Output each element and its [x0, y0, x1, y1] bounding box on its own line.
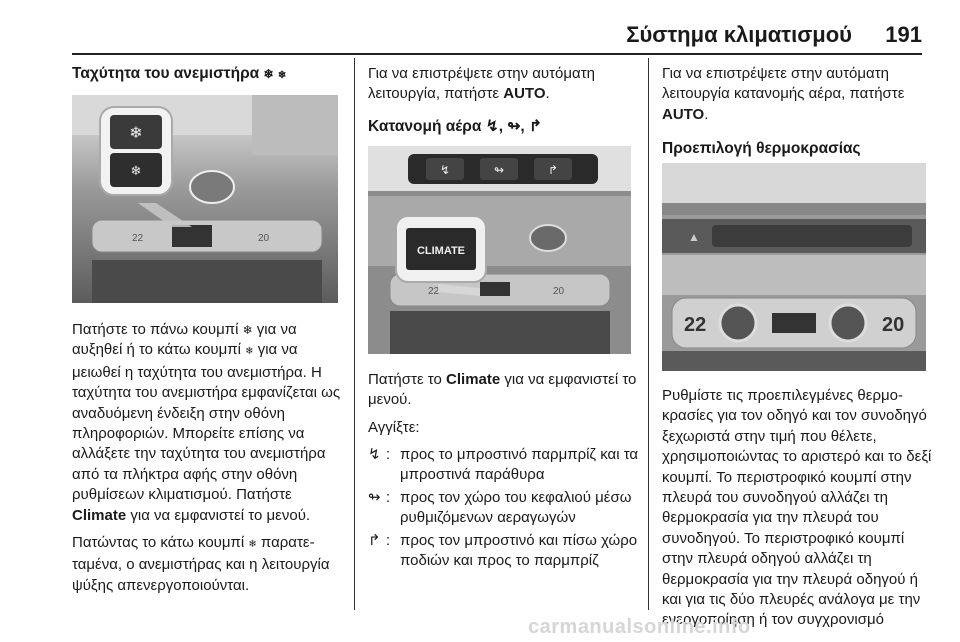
windshield-vent-icon: ↯	[485, 117, 499, 135]
temperature-preset-paragraph: Ρυθμίστε τις προεπιλεγμένες θερμο­κρασίε…	[662, 387, 932, 629]
column-1: Ταχύτητα του ανεμιστήρα ❄ ❄	[72, 64, 344, 86]
section-heading-air-distribution: Κατανομή αέρα ↯, ↬, ↱	[368, 117, 542, 135]
column-divider	[648, 58, 649, 610]
photo-left-temp: 22	[132, 233, 144, 244]
photo-right-temp: 20	[258, 233, 270, 244]
fan-down-icon: ❄	[277, 70, 287, 81]
column-1-text: Πατήστε το πάνω κουμπί ❄ για να αυξηθεί …	[72, 320, 344, 603]
photo-right-temp: 20	[882, 314, 904, 336]
list-item: ↱:προς τον μπροστινό και πίσω χώρο ποδιώ…	[368, 532, 638, 570]
fan-down-icon: ❄	[248, 539, 257, 551]
header-rule	[72, 53, 922, 55]
fan-up-icon: ❄	[242, 323, 253, 337]
svg-text:↱: ↱	[548, 163, 558, 177]
windshield-vent-icon: ↯	[368, 446, 381, 464]
auto-paragraph: Για να επιστρέψετε στην αυτόματη λειτουρ…	[368, 65, 595, 103]
auto-distribution-paragraph: Για να επιστρέψετε στην αυτόματη λειτουρ…	[662, 65, 905, 123]
fan-speed-photo: 22 20 ❄ ❄	[72, 95, 338, 303]
svg-text:▲: ▲	[688, 230, 700, 244]
fan-up-icon: ❄	[263, 67, 274, 81]
fan-down-icon: ❄	[245, 346, 254, 358]
touch-label: Αγγίξτε:	[368, 418, 420, 436]
footwell-vent-icon: ↱	[368, 532, 381, 550]
svg-text:↯: ↯	[440, 163, 450, 177]
section-heading-temperature-preset: Προεπιλογή θερμοκρασίας	[662, 140, 861, 158]
photo-right-temp: 20	[553, 286, 565, 297]
column-2: Για να επιστρέψετε στην αυτόματη λειτουρ…	[368, 64, 640, 137]
svg-text:❄: ❄	[129, 125, 142, 142]
temperature-preset-photo: ▲ 22 20	[662, 163, 926, 371]
svg-text:↬: ↬	[494, 163, 504, 177]
section-heading-fan-speed: Ταχύτητα του ανεμιστήρα ❄ ❄	[72, 65, 287, 82]
list-item: ↯:προς το μπροστινό παρμπρίζ και τα μπρο…	[368, 446, 639, 484]
column-2-text: Πατήστε το Climate για να εμφανιστεί το …	[368, 370, 640, 574]
column-3: Για να επιστρέψετε στην αυτόματη λειτουρ…	[662, 64, 932, 160]
watermark: carmanualsonline.info	[528, 616, 751, 638]
photo-left-temp: 22	[428, 286, 440, 297]
column-divider	[354, 58, 355, 610]
face-vent-icon: ↬	[507, 117, 521, 135]
page-number: 191	[885, 22, 922, 47]
photo-left-temp: 22	[684, 314, 706, 336]
svg-text:❄: ❄	[131, 163, 142, 178]
footwell-vent-icon: ↱	[528, 117, 542, 135]
climate-paragraph: Πατήστε το Climate για να εμφανιστεί το …	[368, 371, 637, 409]
face-vent-icon: ↬	[368, 489, 381, 507]
column-3-text: Ρυθμίστε τις προεπιλεγμένες θερμο­κρασίε…	[662, 386, 934, 638]
fan-speed-paragraph: Πατήστε το πάνω κουμπί ❄ για να αυξηθεί …	[72, 321, 341, 524]
fan-off-paragraph: Πατώντας το κάτω κουμπί ❄ παρατε­ταμένα,…	[72, 534, 330, 594]
page-header-title: Σύστημα κλιματισμού	[626, 22, 852, 47]
list-item: ↬:προς τον χώρο του κεφαλιού μέσω ρυθμιζ…	[368, 489, 632, 527]
climate-button-label: CLIMATE	[417, 245, 465, 257]
air-distribution-photo: ↯ ↬ ↱ 22 20 CLIMATE	[368, 146, 631, 354]
